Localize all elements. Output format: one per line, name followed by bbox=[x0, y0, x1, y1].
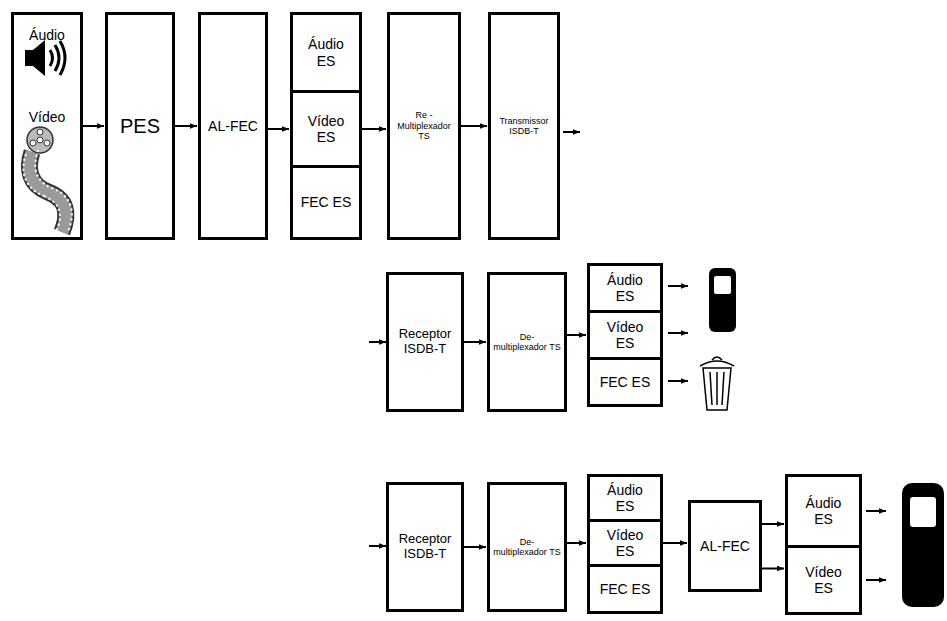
flow-arrow bbox=[464, 546, 486, 548]
box-label: FEC ES bbox=[600, 581, 651, 597]
process-box: Receptor ISDB-T bbox=[386, 272, 464, 412]
flow-arrow bbox=[762, 568, 784, 570]
box-label: PES bbox=[120, 115, 160, 138]
box-label: De- multiplexador TS bbox=[493, 332, 561, 353]
box-label: Vídeo ES bbox=[599, 319, 651, 351]
stream-box: Vídeo ES bbox=[587, 310, 663, 360]
box-label: FEC ES bbox=[600, 374, 651, 390]
box-label: Receptor ISDB-T bbox=[392, 327, 458, 357]
box-label: Vídeo ES bbox=[300, 113, 352, 145]
process-box: Receptor ISDB-T bbox=[386, 482, 464, 612]
stream-box: Áudio ES bbox=[587, 474, 663, 522]
process-box: Re - Multiplexador TS bbox=[387, 12, 461, 240]
stream-box: Vídeo ES bbox=[587, 519, 663, 567]
process-box: PES bbox=[105, 12, 175, 240]
media-label: Áudio bbox=[17, 27, 77, 43]
film-icon bbox=[23, 127, 71, 232]
process-box: De- multiplexador TS bbox=[487, 272, 567, 412]
process-box: AL-FEC bbox=[688, 500, 762, 592]
phone-icon bbox=[902, 483, 944, 607]
box-label: Áudio ES bbox=[798, 495, 850, 527]
stream-box: FEC ES bbox=[587, 357, 663, 407]
stream-box: Vídeo ES bbox=[290, 90, 362, 168]
box-label: Áudio ES bbox=[599, 272, 651, 304]
stream-box: FEC ES bbox=[290, 165, 362, 240]
process-box: De- multiplexador TS bbox=[487, 482, 567, 612]
process-box: Transmissor ISDB-T bbox=[488, 12, 560, 240]
box-label: De- multiplexador TS bbox=[493, 537, 561, 558]
loose-arrow bbox=[369, 132, 886, 580]
media-source-box: ÁudioVídeo bbox=[11, 12, 83, 240]
flow-arrow bbox=[175, 125, 197, 127]
box-label: Transmissor ISDB-T bbox=[495, 116, 553, 137]
flow-arrow bbox=[83, 125, 104, 127]
stream-box: Áudio ES bbox=[785, 474, 862, 548]
box-label: AL-FEC bbox=[700, 538, 750, 554]
box-label: Áudio ES bbox=[599, 482, 651, 514]
process-box: AL-FEC bbox=[198, 12, 268, 240]
flow-arrow bbox=[268, 128, 289, 130]
phone-icon bbox=[709, 268, 736, 332]
box-label: Vídeo ES bbox=[798, 564, 850, 596]
flow-arrow bbox=[567, 542, 586, 544]
flow-arrow bbox=[663, 542, 687, 544]
stream-box: Vídeo ES bbox=[785, 545, 862, 615]
box-label: Receptor ISDB-T bbox=[392, 532, 458, 562]
flow-arrow bbox=[362, 128, 386, 130]
flow-arrow bbox=[464, 341, 486, 343]
box-label: FEC ES bbox=[301, 194, 352, 210]
box-label: AL-FEC bbox=[208, 118, 258, 134]
box-label: Áudio ES bbox=[300, 36, 352, 68]
speaker-icon bbox=[25, 40, 65, 76]
flow-arrow bbox=[461, 125, 487, 127]
box-label: Vídeo ES bbox=[599, 527, 651, 559]
flow-arrow bbox=[567, 334, 586, 336]
stream-box: Áudio ES bbox=[290, 12, 362, 93]
box-label: Re - Multiplexador TS bbox=[393, 110, 455, 141]
trash-icon bbox=[700, 357, 734, 410]
stream-box: Áudio ES bbox=[587, 263, 663, 313]
flow-arrow bbox=[762, 523, 784, 525]
stream-box: FEC ES bbox=[587, 564, 663, 614]
media-label: Vídeo bbox=[17, 109, 77, 125]
